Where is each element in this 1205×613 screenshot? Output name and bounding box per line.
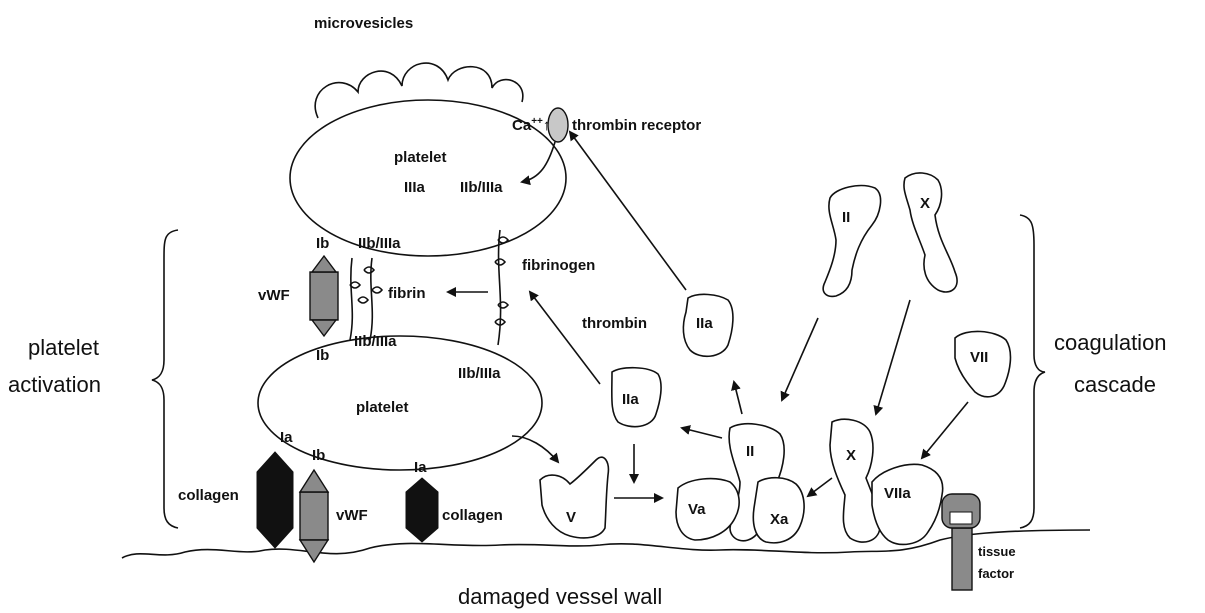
label-fibrin: fibrin bbox=[388, 285, 426, 302]
label-thrombin: thrombin bbox=[582, 315, 647, 332]
tether-mid bbox=[370, 258, 372, 340]
arrow-vii-to-viia bbox=[922, 402, 968, 458]
label-collagen-right: collagen bbox=[442, 507, 503, 524]
factor-x-top-shape bbox=[904, 173, 957, 292]
vwf-upper-connector bbox=[310, 256, 338, 336]
label-factor-iia-lower: IIa bbox=[622, 391, 639, 408]
label-vwf-upper: vWF bbox=[258, 287, 290, 304]
label-factor-vii: VII bbox=[970, 349, 988, 366]
label-factor-v: V bbox=[566, 509, 576, 526]
collagen-right-shape bbox=[406, 478, 438, 542]
bracket-left bbox=[152, 230, 178, 528]
label-factor-xa: Xa bbox=[770, 511, 789, 528]
label-vwf-lower: vWF bbox=[336, 507, 368, 524]
tether-left bbox=[350, 258, 352, 340]
label-tissue-factor-1: tissue bbox=[978, 544, 1016, 559]
factor-viia-shape bbox=[872, 464, 943, 544]
label-factor-ii-top: II bbox=[842, 209, 850, 226]
label-factor-va: Va bbox=[688, 501, 706, 518]
label-iib-iiia-lower: IIb/IIIa bbox=[354, 333, 397, 350]
label-fibrinogen: fibrinogen bbox=[522, 257, 595, 274]
arrow-ii-to-iia bbox=[682, 428, 722, 438]
label-platelet-top: platelet bbox=[394, 149, 447, 166]
vwf-lower-connector bbox=[300, 470, 328, 562]
label-ib-mid: Ib bbox=[316, 347, 329, 364]
tissue-factor-shape bbox=[942, 494, 980, 590]
label-microvesicles: microvesicles bbox=[314, 15, 413, 32]
label-platelet-bottom: platelet bbox=[356, 399, 409, 416]
label-iiia: IIIa bbox=[404, 179, 426, 196]
label-coagulation-cascade-2: cascade bbox=[1074, 372, 1156, 397]
label-damaged-vessel-wall: damaged vessel wall bbox=[458, 584, 662, 609]
label-tissue-factor-2: factor bbox=[978, 566, 1014, 581]
label-factor-viia: VIIa bbox=[884, 485, 911, 502]
label-iib-iiia-right: IIb/IIIa bbox=[458, 365, 501, 382]
label-factor-iia-upper: IIa bbox=[696, 315, 713, 332]
label-factor-x-mid: X bbox=[846, 447, 856, 464]
arrow-thrombin-to-fibrinogen bbox=[530, 292, 600, 384]
label-iib-iiia-mid: IIb/IIIa bbox=[358, 235, 401, 252]
factor-ii-top-shape bbox=[823, 186, 880, 297]
label-ia-right: Ia bbox=[414, 459, 427, 476]
collagen-left-shape bbox=[257, 452, 293, 548]
bracket-right bbox=[1020, 215, 1045, 528]
arrow-ii-up bbox=[734, 382, 742, 414]
arrow-ii-top-down bbox=[782, 318, 818, 400]
tether-right bbox=[498, 230, 501, 345]
label-iib-iiia-top: IIb/IIIa bbox=[460, 179, 503, 196]
arrow-x-to-xa bbox=[808, 478, 832, 496]
label-ib-lower: Ib bbox=[312, 447, 325, 464]
label-ib-upper: Ib bbox=[316, 235, 329, 252]
arrow-x-top-down bbox=[876, 300, 910, 414]
label-factor-ii-mid: II bbox=[746, 443, 754, 460]
label-platelet-activation-1: platelet bbox=[28, 335, 99, 360]
label-factor-x-top: X bbox=[920, 195, 930, 212]
thrombin-receptor bbox=[548, 108, 568, 142]
label-thrombin-receptor: thrombin receptor bbox=[572, 117, 701, 134]
label-collagen-left: collagen bbox=[178, 487, 239, 504]
label-platelet-activation-2: activation bbox=[8, 372, 101, 397]
label-ia-left: Ia bbox=[280, 429, 293, 446]
label-coagulation-cascade-1: coagulation bbox=[1054, 330, 1167, 355]
